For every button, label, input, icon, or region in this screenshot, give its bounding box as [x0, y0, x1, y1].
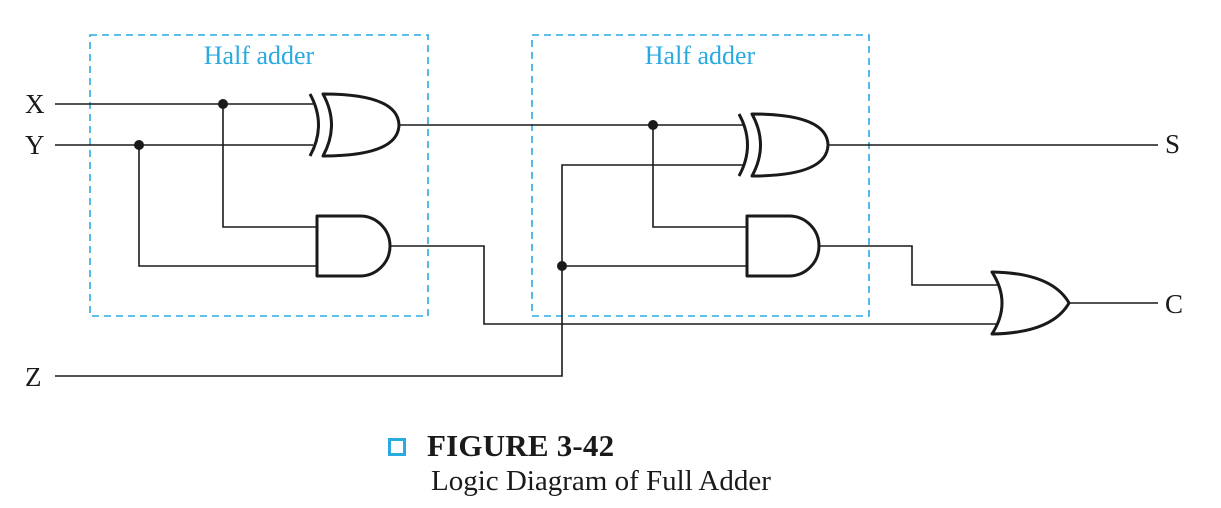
- half-adder-label-2: Half adder: [645, 41, 756, 70]
- wire-y-to-and1: [138, 145, 317, 267]
- output-label-s: S: [1165, 129, 1180, 159]
- input-label-z: Z: [25, 362, 42, 392]
- figure-number: FIGURE 3-42: [427, 428, 615, 463]
- figure-title: Logic Diagram of Full Adder: [431, 465, 771, 497]
- half-adder-label-1: Half adder: [204, 41, 315, 70]
- half-adder-box-1: [89, 34, 429, 317]
- input-label-y: Y: [25, 130, 45, 160]
- hollow-square-icon: [388, 438, 406, 456]
- wire-xor1-to-and2: [652, 125, 747, 228]
- and-gate-2: [745, 214, 821, 278]
- input-label-x: X: [25, 89, 45, 119]
- wire-and2-to-or: [819, 245, 999, 286]
- output-label-c: C: [1165, 289, 1183, 319]
- figure-caption: FIGURE 3-42 Logic Diagram of Full Adder: [388, 428, 771, 498]
- half-adder-box-2: [531, 34, 870, 317]
- caption-heading-row: FIGURE 3-42: [388, 428, 771, 464]
- wire-z: [55, 164, 743, 377]
- wire-x-to-and1: [222, 104, 317, 228]
- junction-dot-y: [134, 140, 144, 150]
- and-gate-1: [315, 214, 392, 278]
- xor-gate-1: [321, 92, 401, 158]
- junction-dot-z: [557, 261, 567, 271]
- xor-gate-2: [750, 112, 830, 178]
- xor-gate-2-input-arc: [737, 113, 749, 177]
- junction-dot-sum1: [648, 120, 658, 130]
- xor-gate-1-input-arc: [308, 93, 320, 157]
- or-gate: [990, 270, 1071, 336]
- wire-and1-to-or: [390, 245, 999, 325]
- junction-dot-x: [218, 99, 228, 109]
